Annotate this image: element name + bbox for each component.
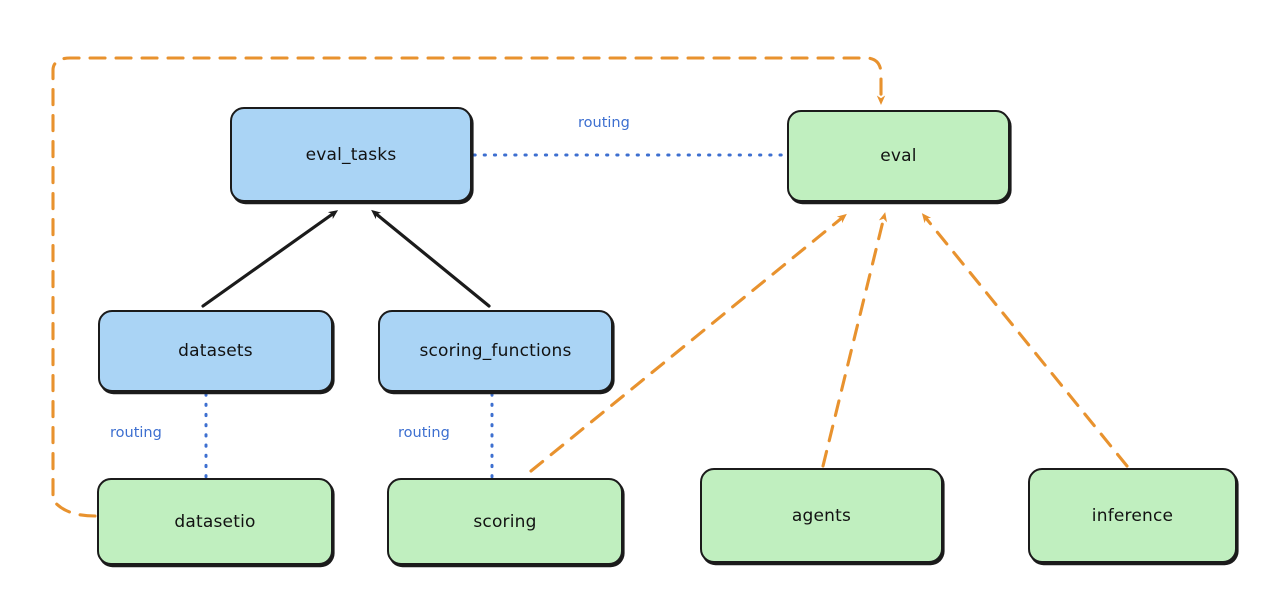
node-eval-tasks[interactable]: eval_tasks [230,107,472,202]
edge-datasets-eval_tasks [201,210,339,308]
node-agents[interactable]: agents [700,468,943,563]
edge-scoring_functions-eval_tasks [371,209,491,308]
edge-label-routing-eval-tasks-eval: routing [578,115,630,131]
node-datasets[interactable]: datasets [98,310,333,392]
node-inference[interactable]: inference [1028,468,1237,563]
node-datasetio[interactable]: datasetio [97,478,333,565]
node-label: eval [880,146,917,166]
node-label: datasetio [174,511,256,532]
node-scoring-functions[interactable]: scoring_functions [378,310,613,392]
node-label: datasets [178,341,253,361]
edge-datasetio-eval [51,56,886,518]
node-label: inference [1091,505,1174,526]
edge-scoring-eval [529,213,847,473]
edge-agents-eval [821,212,888,468]
edge-label-routing-scoring-functions-scoring: routing [398,425,450,441]
edge-inference-eval [921,213,1129,468]
node-label: scoring_functions [419,341,572,361]
node-scoring[interactable]: scoring [387,478,623,565]
node-eval[interactable]: eval [787,110,1010,202]
node-label: eval_tasks [305,144,397,165]
edge-label-routing-datasets-datasetio: routing [110,425,162,441]
node-label: agents [791,505,852,526]
node-label: scoring [473,511,537,532]
